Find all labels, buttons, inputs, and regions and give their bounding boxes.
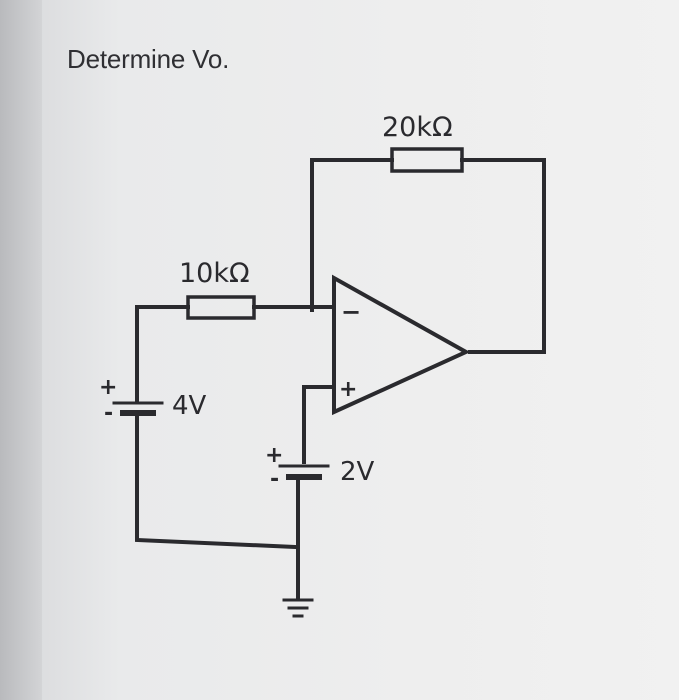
label-20k: 20kΩ [382, 112, 453, 143]
resistor-10k [186, 295, 256, 320]
label-4v: 4V [172, 391, 207, 421]
opamp-noninverting-sign: + [339, 377, 357, 402]
input-wire-left [135, 305, 190, 402]
left-edge [0, 0, 42, 700]
label-10k: 10kΩ [179, 258, 250, 289]
opamp-triangle [332, 274, 471, 416]
label-4v-minus: - [104, 401, 113, 426]
feedback-wire-left [310, 158, 394, 312]
label-4v-plus: + [99, 375, 117, 400]
label-2v: 2V [340, 457, 375, 487]
resistor-20k [390, 147, 464, 173]
label-2v-plus: + [265, 443, 283, 468]
label-2v-minus: - [270, 467, 279, 492]
opamp-inverting-sign: − [341, 298, 361, 326]
battery-4v-wire-down [135, 414, 299, 550]
noninverting-wire [302, 385, 336, 464]
question-text: Determine Vo. [67, 44, 230, 74]
feedback-wire-right [460, 158, 546, 354]
